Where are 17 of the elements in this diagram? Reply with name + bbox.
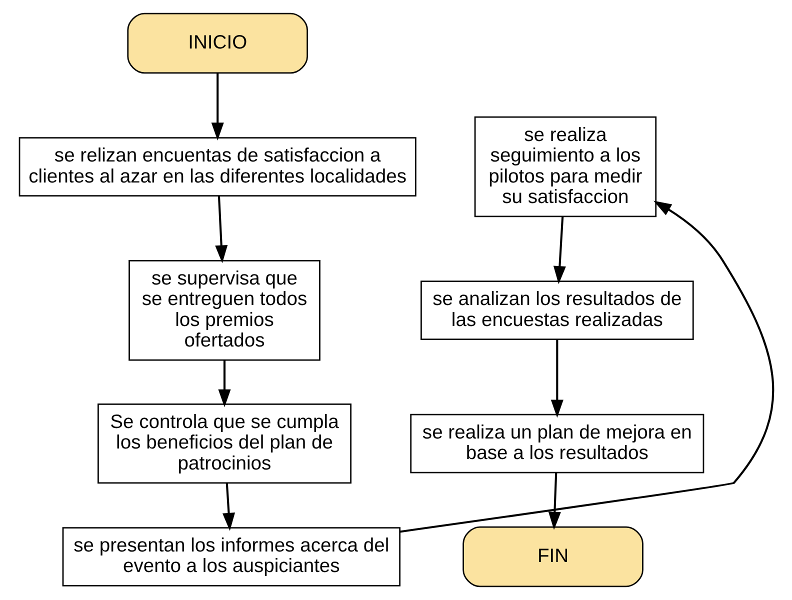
arrow (552, 216, 566, 284)
arrow (218, 360, 230, 408)
arrow (399, 200, 774, 533)
node-box: se realiza seguimiento a los pilotos para medir su satisfaccion (474, 116, 656, 218)
node-box: FIN (462, 526, 643, 588)
node-box: se supervisa que se entreguen todos los premios ofertados (128, 260, 320, 361)
node-box: se analizan los resultados de las encuestas realizadas (420, 280, 694, 340)
arrow (548, 472, 560, 530)
node-box: se relizan encuentas de satisfaccion a clientes al azar en las diferentes localidades (18, 137, 416, 196)
arrow (210, 73, 224, 141)
arrow (550, 339, 563, 418)
arrow (222, 482, 235, 531)
arrow (214, 196, 228, 264)
node-box: INICIO (126, 12, 308, 74)
node-box: se realiza un plan de mejora en base a los resultados (410, 414, 704, 474)
node-box: se presentan los informes acerca del evento a los auspiciantes (62, 527, 400, 586)
node-box: Se controla que se cumpla los beneficios del plan de patrocinios (97, 404, 351, 484)
